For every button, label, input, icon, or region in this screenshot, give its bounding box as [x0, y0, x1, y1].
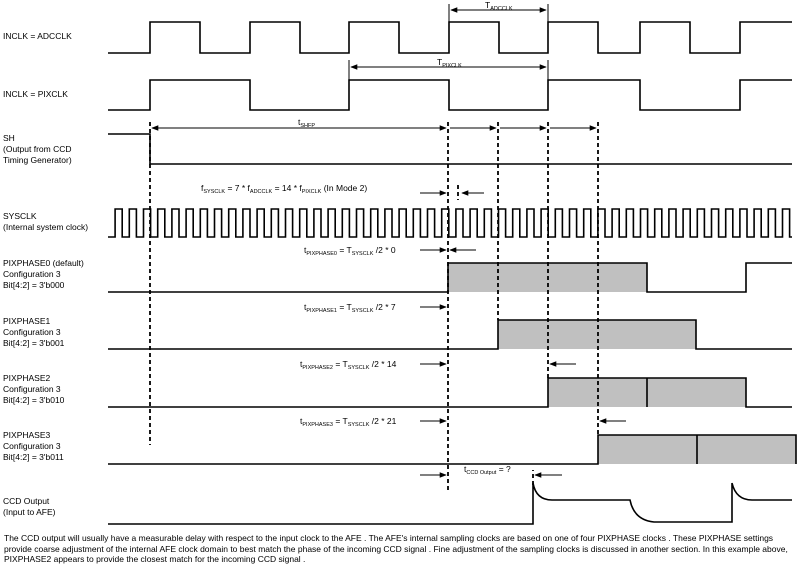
pixphase3-waveform — [108, 434, 797, 465]
sysclk-waveform — [108, 208, 792, 238]
pixclk-waveform — [108, 79, 792, 111]
pixphase3-window — [598, 435, 697, 464]
tpixphase1-equation: tPIXPHASE1 = TSYSCLK /2 * 7 — [304, 302, 396, 314]
t-adcclk-label: TADCCLK — [485, 0, 513, 12]
tpixphase2-equation: tPIXPHASE2 = TSYSCLK /2 * 14 — [300, 359, 397, 371]
sh-waveform — [108, 133, 792, 165]
pixphase3-window-b — [697, 435, 796, 464]
adcclk-waveform — [108, 21, 792, 54]
pixphase0-label: PIXPHASE0 (default) Configuration 3 Bit[… — [3, 258, 86, 290]
ccd-output-waveform — [108, 482, 792, 525]
fsysclk-equation: fSYSCLK = 7 * fADCCLK = 14 * fPIXCLK (In… — [201, 183, 367, 195]
adcclk-label: INCLK = ADCCLK — [3, 31, 72, 41]
footnote-text: The CCD output will usually have a measu… — [4, 533, 788, 564]
sysclk-label: SYSCLK (Internal system clock) — [3, 211, 88, 232]
sh-label: SH (Output from CCD Timing Generator) — [3, 133, 74, 165]
pixphase3-label: PIXPHASE3 Configuration 3 Bit[4:2] = 3'b… — [3, 430, 64, 462]
pixphase2-label: PIXPHASE2 Configuration 3 Bit[4:2] = 3'b… — [3, 373, 65, 405]
pixphase0-waveform — [108, 262, 792, 293]
pixphase2-window-b — [647, 378, 746, 407]
pixphase-shading — [448, 263, 796, 464]
tpixphase0-equation: tPIXPHASE0 = TSYSCLK /2 * 0 — [304, 245, 396, 257]
pixclk-label: INCLK = PIXCLK — [3, 89, 68, 99]
tccd-equation: tCCD Output = ? — [464, 464, 511, 476]
pixphase1-label: PIXPHASE1 Configuration 3 Bit[4:2] = 3'b… — [3, 316, 65, 348]
tpixphase3-equation: tPIXPHASE3 = TSYSCLK /2 * 21 — [300, 416, 397, 428]
t-shfp-label: tSHFP — [298, 117, 315, 129]
ccd-output-label: CCD Output (Input to AFE) — [3, 496, 56, 517]
t-pixclk-label: TPIXCLK — [437, 57, 462, 69]
pixphase1-window — [498, 320, 696, 349]
pixphase1-waveform — [108, 319, 792, 350]
